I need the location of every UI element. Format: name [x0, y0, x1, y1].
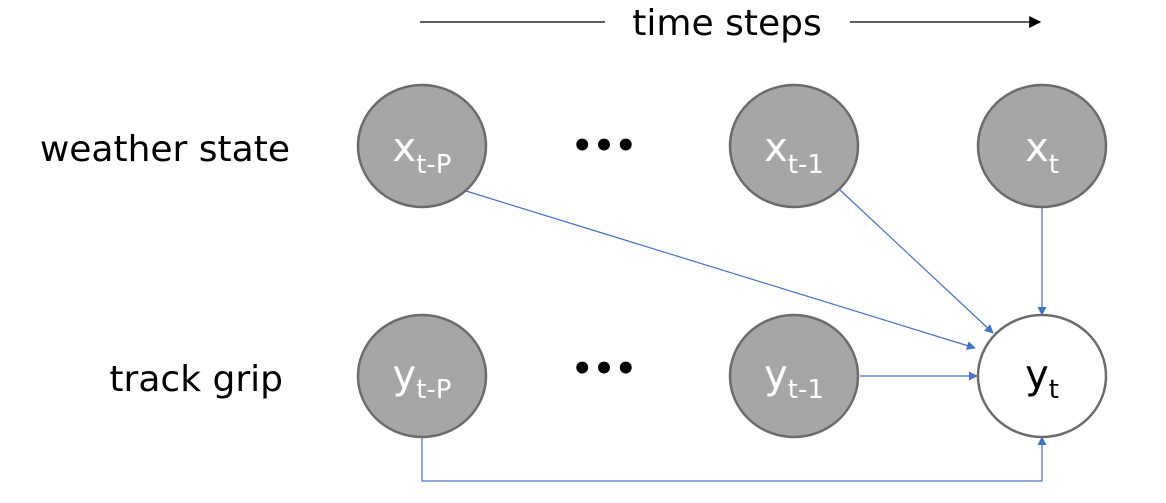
svg-text:yt: yt	[1025, 352, 1059, 405]
node-x-t-minus-p-sub: t-P	[416, 150, 451, 180]
node-y-t-minus-p: yt-P	[356, 313, 488, 439]
node-x-t-minus-p-base: x	[393, 125, 417, 171]
svg-text:xt: xt	[1025, 125, 1059, 180]
svg-text:xt-P: xt-P	[393, 125, 452, 180]
ellipsis-bottom: •••	[571, 349, 636, 389]
row-label-track-grip: track grip	[109, 359, 283, 400]
node-x-t-minus-1-base: x	[764, 125, 788, 171]
timeline-label: time steps	[632, 3, 821, 44]
node-y-t-minus-p-base: y	[393, 352, 417, 398]
row-label-weather-state: weather state	[40, 129, 290, 170]
node-x-t-minus-1: xt-1	[728, 83, 860, 209]
node-y-t-base: y	[1025, 352, 1049, 398]
edge-y-t-minus-p-to-y-t	[421, 436, 1047, 482]
node-y-t-sub: t	[1049, 375, 1059, 405]
node-x-t-minus-1-sub: t-1	[788, 150, 824, 180]
edges	[421, 189, 1047, 482]
node-y-t-minus-1-sub: t-1	[788, 375, 824, 405]
node-x-t: xt	[976, 83, 1108, 209]
node-y-t-minus-1-base: y	[764, 352, 788, 398]
node-x-t-minus-p: xt-P	[356, 83, 488, 209]
svg-text:yt-P: yt-P	[393, 352, 452, 405]
node-y-t-minus-p-sub: t-P	[416, 375, 451, 405]
svg-text:xt-1: xt-1	[764, 125, 824, 180]
svg-text:yt-1: yt-1	[764, 352, 824, 405]
edge-x-t-minus-p-to-y-t	[465, 190, 976, 350]
ellipsis-top: •••	[571, 126, 636, 166]
edge-x-t-minus-1-to-y-t	[839, 189, 994, 334]
node-x-t-sub: t	[1049, 150, 1059, 180]
node-y-t: yt	[976, 313, 1108, 439]
timeline: time steps	[420, 3, 1042, 44]
node-y-t-minus-1: yt-1	[728, 313, 860, 439]
node-x-t-base: x	[1025, 125, 1049, 171]
